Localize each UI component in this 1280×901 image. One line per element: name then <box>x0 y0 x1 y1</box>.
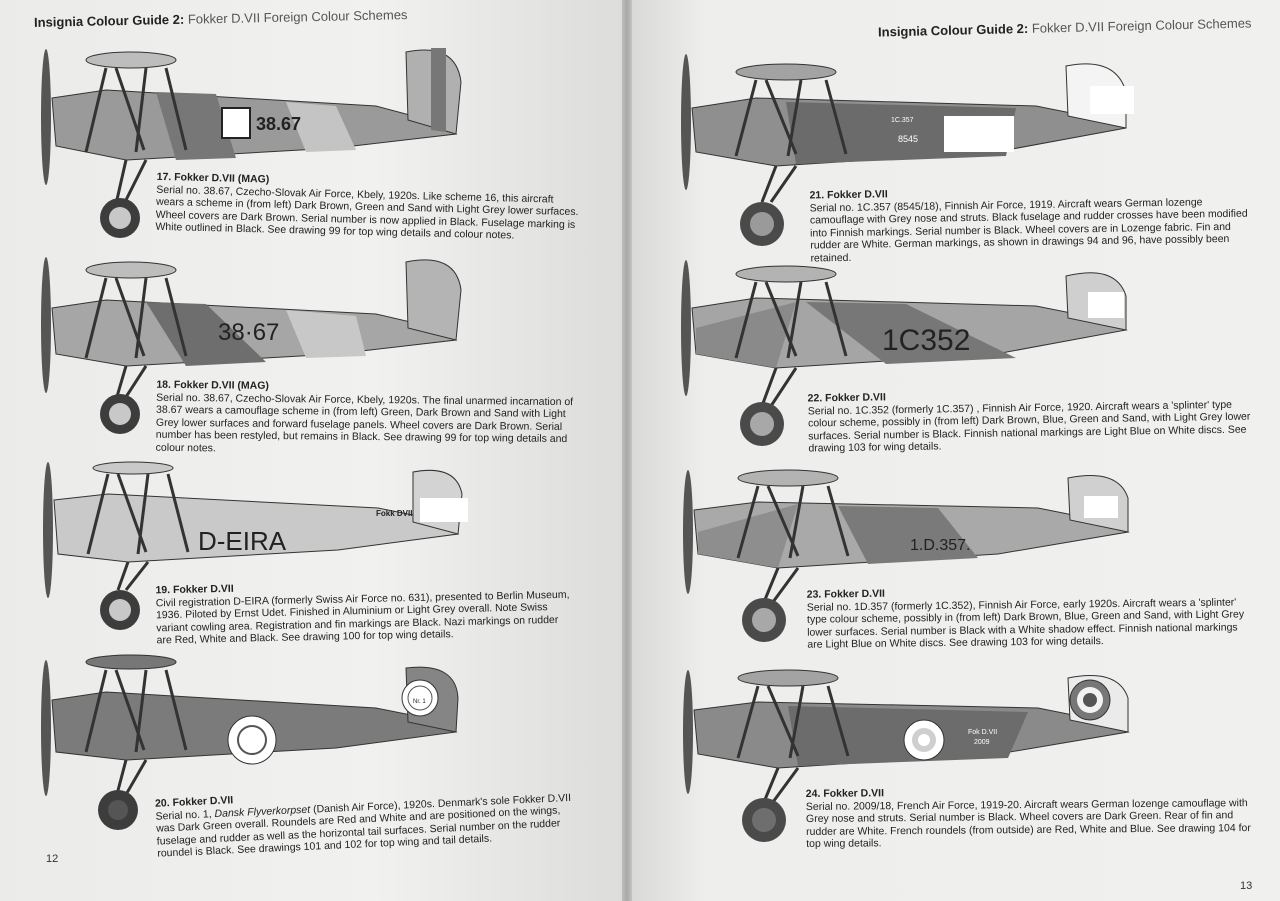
fuselage-serial-18: 38·67 <box>218 319 279 346</box>
caption-24: 24. Fokker D.VII Serial no. 2009/18, Fre… <box>805 787 1251 851</box>
fuselage-serial-22: 1C352 <box>882 324 970 357</box>
fin-text-19: Fokk DVII <box>376 509 412 518</box>
aircraft-profile-19: D-EIRA Fokk DVII <box>43 461 468 630</box>
caption-17: 17. Fokker D.VII (MAG) Serial no. 38.67,… <box>155 170 579 242</box>
caption-22: 22. Fokker D.VII Serial no. 1C.352 (form… <box>807 391 1251 455</box>
fuselage-serial-17: 38.67 <box>256 114 301 134</box>
fuselage-serial-24: 2009 <box>974 739 990 746</box>
aircraft-profile-23: 1.D.357. <box>683 469 1130 642</box>
fuselage-text-24: Fok D.VII <box>968 729 997 736</box>
fuselage-small-serial-21: 1C.357 <box>891 117 914 124</box>
caption-21: 21. Fokker D.VII Serial no. 1C.357 (8545… <box>809 188 1248 265</box>
rudder-serial-20: Nr. 1 <box>413 699 426 705</box>
book-gutter <box>622 0 632 901</box>
aircraft-profile-22: 1C352 <box>681 260 1128 446</box>
left-page-number: 12 <box>46 853 59 865</box>
aircraft-profile-24: Fok D.VII 2009 <box>683 669 1130 842</box>
fuselage-serial-23: 1.D.357. <box>910 537 970 554</box>
right-page-number: 13 <box>1240 880 1253 892</box>
fuselage-serial-21: 8545 <box>898 134 918 144</box>
fuselage-registration-19: D-EIRA <box>198 526 287 556</box>
aircraft-profile-17: 38.67 <box>41 48 462 238</box>
caption-19: 19. Fokker D.VII Civil registration D-EI… <box>155 582 570 647</box>
caption-18: 18. Fokker D.VII (MAG) Serial no. 38.67,… <box>155 378 574 455</box>
aircraft-profile-20: Nr. 1 <box>41 654 459 830</box>
aircraft-profile-18: 38·67 <box>41 257 462 434</box>
aircraft-profile-21: 1C.357 8545 <box>681 54 1134 246</box>
caption-23: 23. Fokker D.VII Serial no. 1D.357 (form… <box>806 587 1245 652</box>
